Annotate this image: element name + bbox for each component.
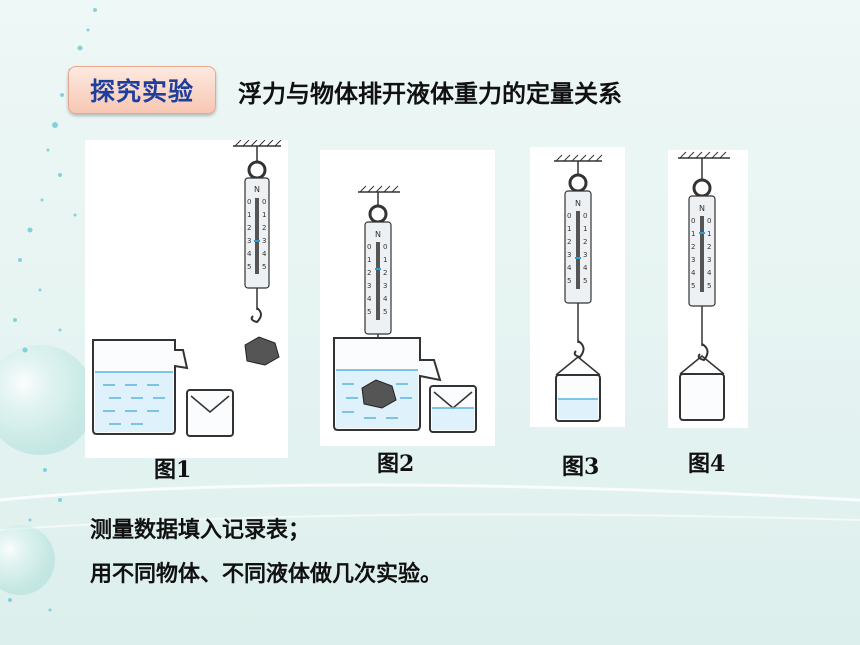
- svg-text:2: 2: [383, 269, 387, 277]
- svg-text:4: 4: [383, 295, 388, 303]
- instruction-line-1: 测量数据填入记录表；: [90, 518, 311, 543]
- svg-text:5: 5: [262, 263, 266, 271]
- figure-1-panel: N 0 0 1 1 2 2 3 3 4 4 5 5: [85, 140, 288, 458]
- figure-1-caption: 图1: [154, 457, 192, 483]
- catch-cup: [186, 389, 234, 437]
- figure-3-illustration: N 0 0 1 1 2 2 3 3 4 4 5 5: [554, 154, 603, 422]
- svg-text:N: N: [375, 230, 381, 239]
- svg-text:4: 4: [583, 264, 588, 272]
- figure-3-panel: N 0 0 1 1 2 2 3 3 4 4 5 5: [530, 147, 625, 427]
- scale-tick-labels: 0 0 1 1 2 2 3 3 4 4 5 5: [247, 198, 267, 271]
- svg-text:5: 5: [583, 277, 587, 285]
- svg-text:3: 3: [383, 282, 387, 290]
- submerged-stone: [361, 379, 397, 409]
- svg-text:3: 3: [367, 282, 371, 290]
- section-badge: 探究实验: [68, 66, 216, 114]
- bubble-large: [0, 345, 95, 455]
- svg-text:0: 0: [247, 198, 251, 206]
- svg-text:4: 4: [707, 269, 712, 277]
- svg-text:0: 0: [691, 217, 695, 225]
- empty-cup: [679, 373, 725, 421]
- svg-text:3: 3: [707, 256, 711, 264]
- svg-text:4: 4: [262, 250, 267, 258]
- svg-text:1: 1: [383, 256, 387, 264]
- svg-text:3: 3: [247, 237, 251, 245]
- scale-unit-label: N: [254, 185, 260, 194]
- svg-text:2: 2: [567, 238, 571, 246]
- svg-text:4: 4: [691, 269, 696, 277]
- svg-text:2: 2: [583, 238, 587, 246]
- figure-2-caption: 图2: [377, 451, 415, 477]
- figure-2-illustration: N 0 0 1 1 2 2 3 3 4 4 5 5: [333, 185, 477, 433]
- svg-text:5: 5: [691, 282, 695, 290]
- bubble-small: [0, 525, 55, 595]
- svg-text:1: 1: [262, 211, 266, 219]
- svg-text:2: 2: [262, 224, 266, 232]
- svg-text:3: 3: [567, 251, 571, 259]
- instruction-line-2: 用不同物体、不同液体做几次实验。: [90, 562, 443, 587]
- slide-title: 浮力与物体排开液体重力的定量关系: [238, 80, 622, 108]
- svg-text:3: 3: [691, 256, 695, 264]
- svg-text:3: 3: [262, 237, 266, 245]
- svg-text:0: 0: [567, 212, 571, 220]
- svg-text:3: 3: [583, 251, 587, 259]
- figure-3-caption: 图3: [562, 454, 600, 480]
- svg-text:4: 4: [367, 295, 372, 303]
- svg-text:2: 2: [691, 243, 695, 251]
- svg-text:2: 2: [707, 243, 711, 251]
- svg-text:5: 5: [247, 263, 251, 271]
- svg-text:0: 0: [262, 198, 266, 206]
- svg-text:4: 4: [247, 250, 252, 258]
- svg-text:0: 0: [707, 217, 711, 225]
- svg-text:5: 5: [383, 308, 387, 316]
- svg-text:1: 1: [367, 256, 371, 264]
- svg-text:5: 5: [367, 308, 371, 316]
- svg-text:1: 1: [707, 230, 711, 238]
- svg-text:5: 5: [567, 277, 571, 285]
- svg-text:0: 0: [583, 212, 587, 220]
- figure-4-panel: N 0 0 1 1 2 2 3 3 4 4 5 5: [668, 150, 748, 428]
- svg-text:1: 1: [691, 230, 695, 238]
- svg-text:N: N: [699, 204, 705, 213]
- svg-text:5: 5: [707, 282, 711, 290]
- svg-text:4: 4: [567, 264, 572, 272]
- svg-text:0: 0: [367, 243, 371, 251]
- svg-text:2: 2: [247, 224, 251, 232]
- figure-1-illustration: N 0 0 1 1 2 2 3 3 4 4 5 5: [92, 140, 282, 437]
- svg-text:1: 1: [567, 225, 571, 233]
- svg-text:1: 1: [583, 225, 587, 233]
- svg-text:1: 1: [247, 211, 251, 219]
- svg-text:0: 0: [383, 243, 387, 251]
- figure-4-caption: 图4: [688, 451, 726, 477]
- stone-object: [244, 336, 280, 366]
- svg-text:N: N: [575, 199, 581, 208]
- svg-text:2: 2: [367, 269, 371, 277]
- section-badge-label: 探究实验: [89, 77, 194, 106]
- figure-2-panel: N 0 0 1 1 2 2 3 3 4 4 5 5: [320, 150, 495, 446]
- scale-indicator: [254, 240, 260, 242]
- figure-4-illustration: N 0 0 1 1 2 2 3 3 4 4 5 5: [678, 151, 730, 421]
